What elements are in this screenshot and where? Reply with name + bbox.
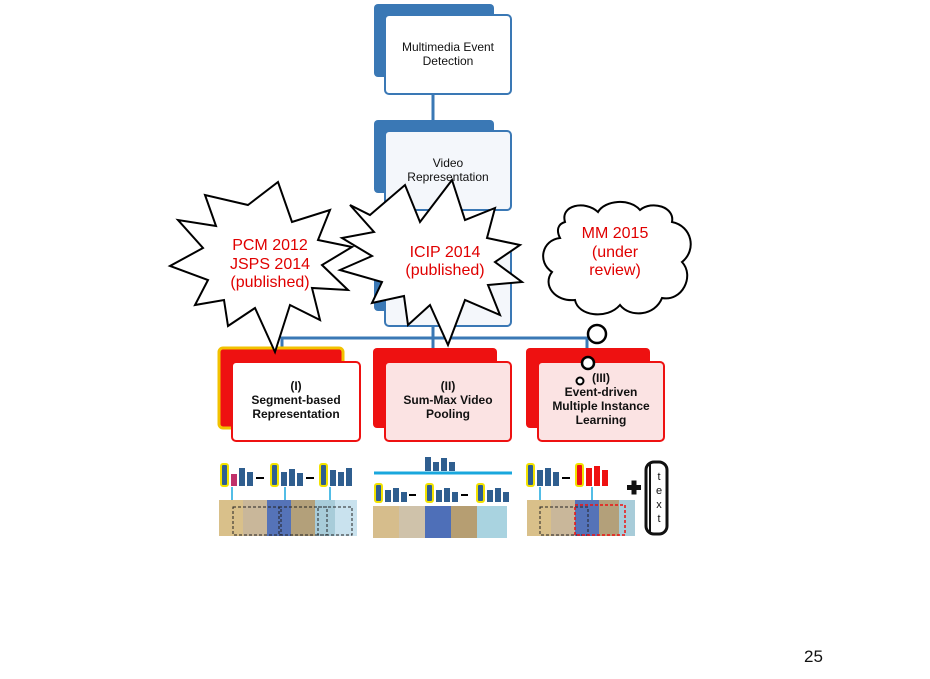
histogram-icon-highlight (575, 463, 608, 487)
branch-2-line-1: Sum-Max Video (403, 393, 493, 408)
branch-2-line-2: Pooling (426, 406, 470, 421)
histogram-icon (425, 457, 455, 471)
branch-3-line-2: Multiple Instance (552, 399, 650, 413)
video-frame (425, 506, 455, 538)
burst-left (167, 180, 355, 355)
branch-3-label: (III) Event-driven Multiple Instance Lea… (540, 364, 662, 436)
illustration-sum-max-pooling (373, 457, 512, 538)
page-number: 25 (804, 647, 823, 666)
video-frame (335, 500, 357, 536)
video-frame (527, 500, 555, 536)
illustration-segment-based (219, 463, 357, 536)
video-frame (291, 500, 319, 536)
burst-middle (337, 177, 525, 348)
histogram-icon (220, 463, 264, 487)
video-frame (399, 506, 429, 538)
histogram-icon (526, 463, 570, 487)
thought-bubble-small (575, 376, 585, 386)
callout-left-line-3: (published) (230, 274, 310, 292)
video-frame (451, 506, 481, 538)
callout-left-line-1: PCM 2012 (232, 237, 308, 255)
histogram-icon (374, 483, 416, 503)
histogram-icon (270, 463, 314, 487)
branch-2-label: (II) Sum-Max Video Pooling (387, 366, 509, 436)
histogram-icon (319, 463, 352, 487)
histogram-icon (476, 483, 509, 503)
scroll-letter: x (656, 499, 662, 511)
plus-icon (627, 480, 641, 495)
callout-middle-label: ICIP 2014 (published) (380, 238, 510, 286)
callout-left-label: PCM 2012 JSPS 2014 (published) (205, 230, 335, 300)
branch-3-line-3: Learning (575, 412, 627, 427)
callout-middle-line-2: (published) (405, 262, 485, 279)
node-branch-3 (526, 348, 665, 442)
root-line-2: Detection (422, 54, 474, 68)
branch-3-num: (III) (592, 371, 610, 386)
branch-2-num: (II) (440, 379, 456, 394)
branch-1-line-1: Segment-based (251, 393, 341, 408)
thought-bubble-medium (580, 355, 596, 371)
scroll-letter: t (657, 513, 661, 525)
video-line-1: Video (432, 156, 464, 171)
callout-right-line-3: review) (589, 262, 641, 280)
callout-middle-line-1: ICIP 2014 (409, 243, 481, 261)
callout-right-line-1: MM 2015 (581, 225, 649, 243)
video-frame (373, 506, 403, 538)
branch-3-line-1: Event-driven (564, 385, 638, 400)
text-scroll-icon (644, 460, 669, 536)
histogram-icon (425, 483, 468, 503)
node-root (374, 4, 512, 95)
video-frame (477, 506, 507, 538)
callout-right-line-2: (under (591, 243, 639, 261)
scroll-letter: e (655, 485, 663, 497)
callout-right-label: MM 2015 (under review) (555, 218, 675, 288)
node-branch-1 (217, 346, 361, 442)
root-line-1: Multimedia Event (401, 40, 495, 55)
scroll-text: t e x t (652, 468, 666, 528)
node-branch-2 (373, 348, 512, 442)
video-line-2: Representation (407, 170, 489, 184)
branch-1-line-2: Representation (252, 406, 340, 421)
branch-1-label: (I) Segment-based Representation (234, 366, 358, 436)
thought-bubble-large (586, 323, 608, 345)
video-frame (243, 500, 271, 536)
root-node-label: Multimedia Event Detection (389, 20, 507, 90)
cloud-right (542, 201, 692, 316)
callout-left-line-2: JSPS 2014 (229, 255, 311, 273)
video-frame (619, 500, 635, 536)
illustration-event-driven-mil (526, 460, 669, 536)
branch-1-num: (I) (290, 379, 302, 394)
video-node-label: Video Representation (389, 136, 507, 206)
scroll-letter: t (657, 471, 661, 483)
node-video-representation (374, 120, 512, 211)
video-frame (575, 500, 603, 536)
